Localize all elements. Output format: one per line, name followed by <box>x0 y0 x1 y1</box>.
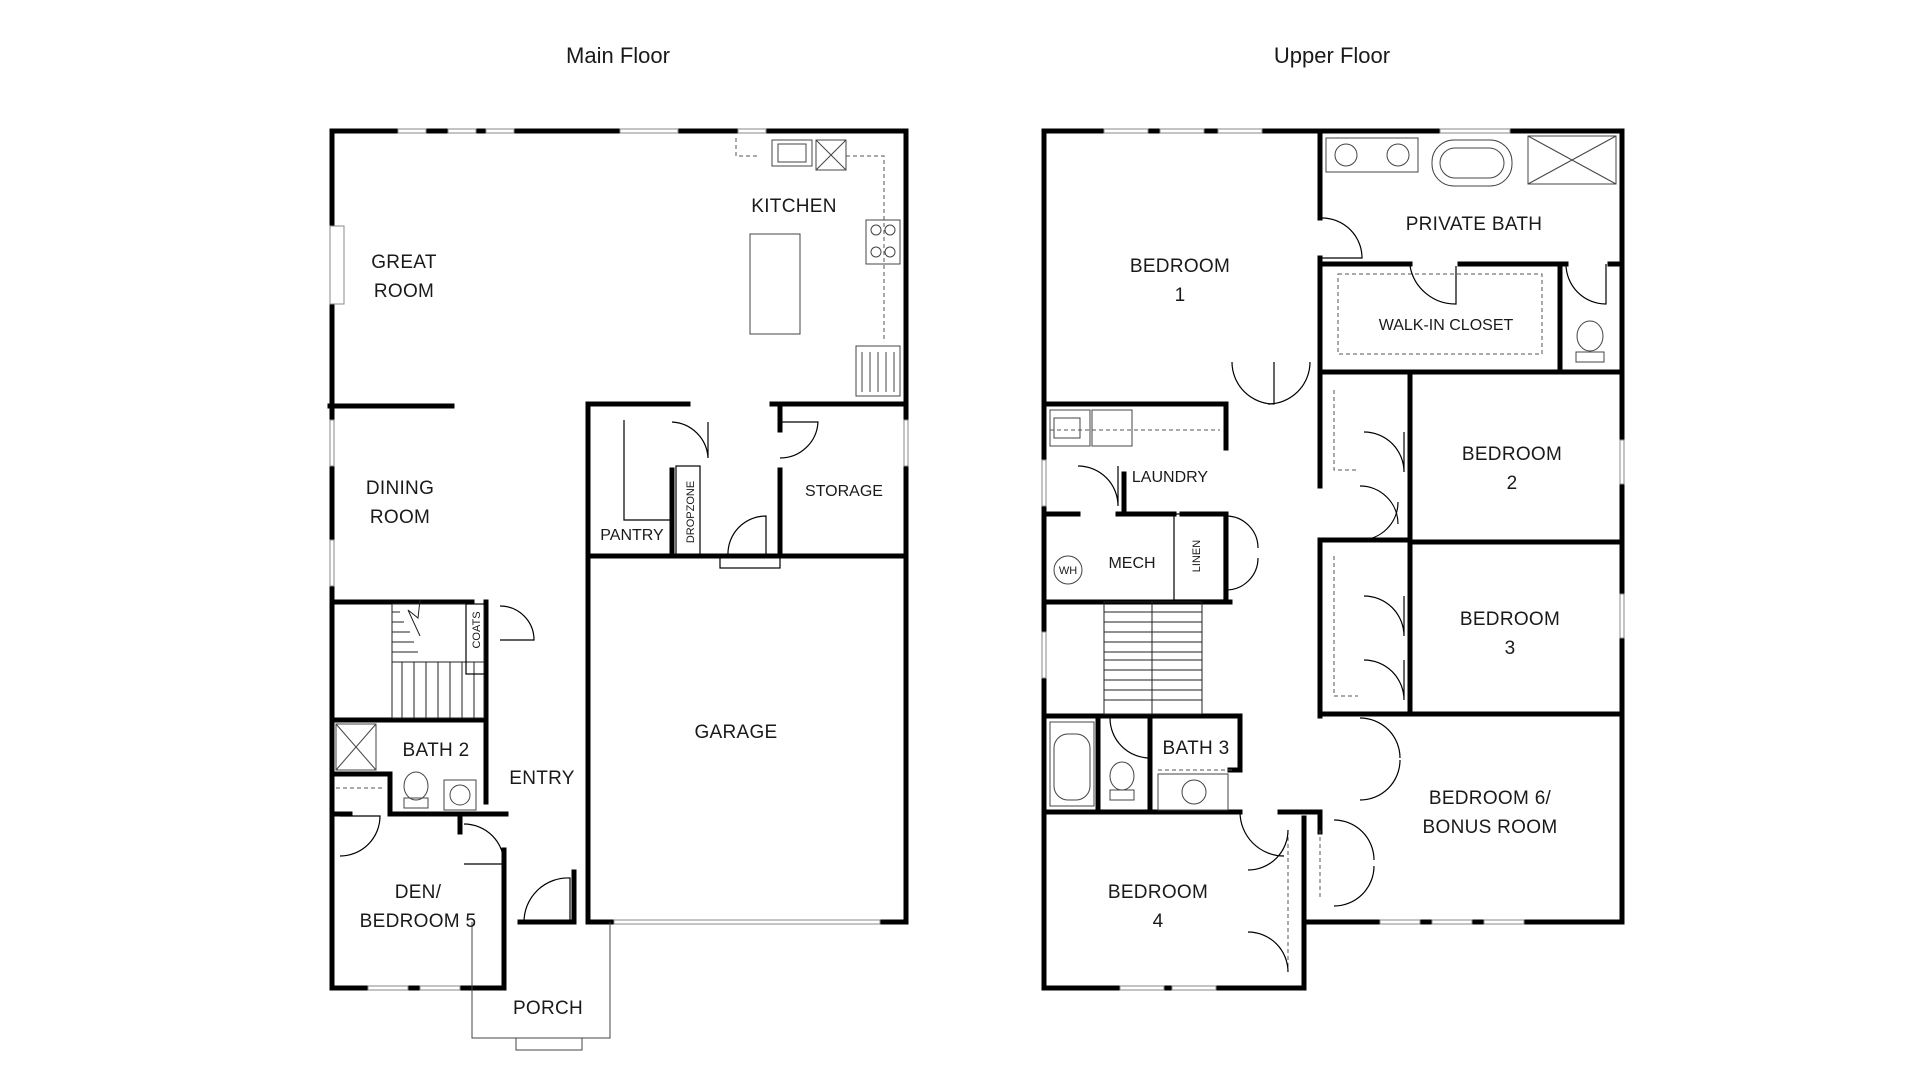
label-water-heater: WH <box>1059 565 1077 577</box>
room-label-great-room-line2: ROOM <box>374 281 434 302</box>
garage-door-swing <box>727 515 767 557</box>
toilet-icon <box>403 771 429 801</box>
upper-floor-windows <box>1041 128 1625 991</box>
room-label-bedroom-2-line2: 2 <box>1507 473 1518 494</box>
room-label-bath-3: BATH 3 <box>1163 738 1230 759</box>
kitchen-island <box>749 233 801 335</box>
kitchen-fixtures <box>735 138 901 397</box>
room-label-dining-room-line1: DINING <box>366 478 434 499</box>
upper-floor-labels: BEDROOM 1 PRIVATE BATH WALK-IN CLOSET BE… <box>1059 214 1562 932</box>
bathtub-icon <box>1431 139 1513 187</box>
private-bath-fixtures <box>1321 135 1617 363</box>
room-label-bedroom-4-line1: BEDROOM <box>1108 882 1208 903</box>
bedroom-1-doors <box>1231 361 1311 405</box>
storage-door-swing <box>779 421 819 459</box>
room-label-mech: MECH <box>1108 555 1155 572</box>
room-label-dining-room-line2: ROOM <box>370 507 430 528</box>
room-label-coats: COATS <box>471 611 483 648</box>
room-label-walk-in-closet: WALK-IN CLOSET <box>1379 317 1514 334</box>
room-label-bedroom-6-line1: BEDROOM 6/ <box>1429 788 1552 809</box>
toilet-icon <box>1576 320 1604 352</box>
pantry-door-swing <box>671 421 709 459</box>
room-label-bath-2: BATH 2 <box>403 740 470 761</box>
den-fixtures <box>339 815 571 923</box>
pantry-fixtures <box>623 420 819 569</box>
room-label-bedroom-4-line2: 4 <box>1153 911 1164 932</box>
room-label-den-line1: DEN/ <box>395 882 442 903</box>
washer-icon <box>1049 409 1091 447</box>
bath-sink-icon <box>443 779 477 811</box>
upper-stairs <box>1103 601 1203 715</box>
room-label-den-line2: BEDROOM 5 <box>360 911 477 932</box>
room-label-pantry: PANTRY <box>600 527 664 544</box>
bath-2-fixtures <box>335 723 477 811</box>
room-label-bedroom-3-line2: 3 <box>1505 638 1516 659</box>
porch <box>471 922 611 1051</box>
walk-in-closet-fixtures <box>1337 265 1543 355</box>
dishwasher-icon <box>815 139 847 171</box>
laundry-mech-fixtures <box>1049 409 1259 601</box>
bedroom-4-closet <box>1239 811 1289 973</box>
main-floor-labels: GREAT ROOM KITCHEN DINING ROOM PANTRY DR… <box>360 196 883 1019</box>
room-label-great-room-line1: GREAT <box>371 252 437 273</box>
room-label-bedroom-1-line2: 1 <box>1175 285 1186 306</box>
room-label-storage: STORAGE <box>805 483 883 500</box>
room-label-private-bath: PRIVATE BATH <box>1406 214 1543 235</box>
main-floor-windows <box>329 128 909 991</box>
room-label-kitchen: KITCHEN <box>751 196 837 217</box>
water-heater-icon <box>1053 555 1083 585</box>
room-label-bedroom-6-line2: BONUS ROOM <box>1423 817 1558 838</box>
room-label-laundry: LAUNDRY <box>1132 469 1209 486</box>
cooktop-icon <box>865 219 901 265</box>
double-vanity-icon <box>1325 137 1419 173</box>
main-floor-title: Main Floor <box>566 43 670 68</box>
room-label-bedroom-2-line1: BEDROOM <box>1462 444 1562 465</box>
upper-floor-title: Upper Floor <box>1274 43 1390 68</box>
refrigerator-icon <box>855 345 901 397</box>
toilet-icon <box>1109 761 1135 791</box>
dryer-icon <box>1091 409 1133 447</box>
bedroom-closets <box>1319 390 1405 907</box>
room-label-linen: LINEN <box>1191 540 1203 572</box>
shower-icon <box>1527 135 1617 185</box>
main-stairs <box>391 599 535 719</box>
bathtub-icon <box>1049 721 1095 807</box>
room-label-porch: PORCH <box>513 998 583 1019</box>
shower-icon <box>335 723 377 771</box>
bath-3-fixtures <box>1049 717 1232 811</box>
main-floor: Main Floor <box>327 43 909 1051</box>
kitchen-sink-icon <box>771 139 813 167</box>
upper-floor: Upper Floor <box>1041 43 1625 991</box>
room-label-bedroom-1-line1: BEDROOM <box>1130 256 1230 277</box>
room-label-dropzone: DROPZONE <box>685 481 697 543</box>
room-label-entry: ENTRY <box>509 768 575 789</box>
room-label-bedroom-3-line1: BEDROOM <box>1460 609 1560 630</box>
room-label-garage: GARAGE <box>694 722 777 743</box>
bath-sink-icon <box>1157 773 1229 811</box>
